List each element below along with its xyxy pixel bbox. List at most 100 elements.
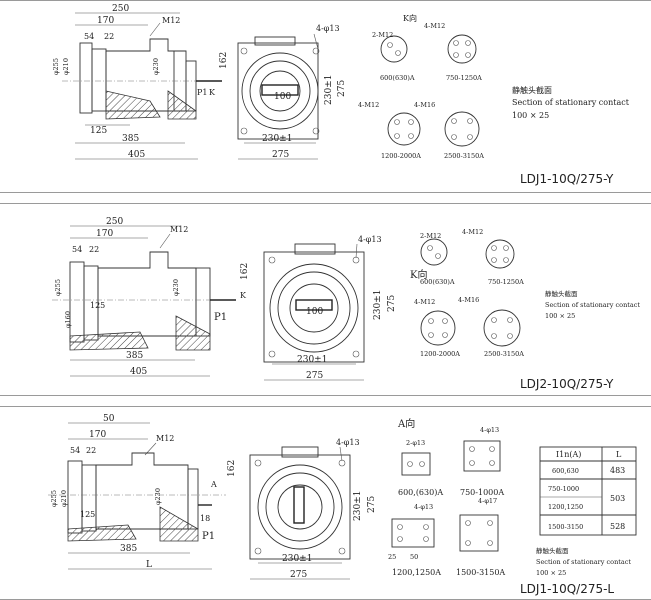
dim-275-v: 275: [367, 496, 377, 513]
label-holes: 4-φ13: [316, 24, 340, 33]
table-cell: 750-1000: [548, 485, 579, 493]
view-arrow-a: A: [210, 480, 217, 489]
label-m12: M12: [156, 434, 174, 443]
svg-text:25: 25: [388, 553, 396, 561]
view-label: K向: [410, 268, 427, 281]
dim-125: 125: [90, 126, 107, 136]
drawing-ldj2-y: 250 170 54 22 M12 φ255 φ160 φ230 125 385…: [52, 217, 640, 391]
dim-385: 385: [126, 351, 143, 361]
note-size: 100 × 25: [536, 569, 566, 577]
svg-text:2-φ13: 2-φ13: [406, 439, 425, 447]
svg-text:600(630)A: 600(630)A: [380, 74, 415, 82]
dim-275-h: 275: [306, 371, 323, 381]
contact-2500a: 4-M16 2500-3150A: [414, 101, 484, 160]
view-arrow-k: K: [209, 88, 216, 97]
model-number: LDJ1-10Q/275-Y: [520, 172, 614, 186]
terminal-p1: P1: [197, 88, 207, 97]
dim-dia-255: φ255: [54, 279, 62, 296]
table-cell: 1200,1250: [548, 503, 583, 511]
dim-170: 170: [97, 16, 114, 26]
svg-text:4-M12: 4-M12: [462, 228, 483, 236]
dim-230-v: 230±1: [353, 491, 363, 521]
dim-275-v: 275: [387, 295, 397, 312]
front-view: 4-φ13 162 275 230±1 230±1 275: [227, 438, 377, 580]
contact-600a: 2-φ13 600,(630)A: [398, 439, 443, 497]
dim-dia-255: φ255: [52, 58, 60, 75]
svg-text:4-M12: 4-M12: [358, 101, 379, 109]
svg-text:1200,1250A: 1200,1250A: [392, 568, 441, 577]
dim-170: 170: [96, 229, 113, 239]
svg-text:4-φ13: 4-φ13: [480, 426, 499, 434]
table-cell: 483: [610, 466, 625, 475]
dim-54: 54: [70, 446, 80, 455]
dim-275-h: 275: [290, 570, 307, 580]
label-holes: 4-φ13: [358, 235, 382, 244]
dim-385: 385: [120, 544, 137, 554]
front-view: 4-φ13 162 275 230±1 100 230±1 275: [240, 235, 397, 381]
view-label: A向: [397, 417, 415, 430]
dim-162: 162: [227, 460, 237, 477]
svg-text:1500-3150A: 1500-3150A: [456, 568, 505, 577]
drawing-panel-ldj1-y: 250 170 54 22 M12 φ255 φ210 φ230 125 385…: [0, 0, 651, 193]
svg-text:4-φ13: 4-φ13: [414, 503, 433, 511]
contact-1200a: 4-M12 1200-2000A: [358, 101, 421, 160]
drawing-ldj1-y: 250 170 54 22 M12 φ255 φ210 φ230 125 385…: [52, 4, 630, 186]
svg-text:2500-3150A: 2500-3150A: [484, 350, 524, 358]
view-arrow-k: K: [240, 291, 247, 300]
dim-22: 22: [86, 446, 96, 455]
drawing-panel-ldj1-l: 50 170 54 22 M12 φ255 φ210 φ230 125 385 …: [0, 406, 651, 600]
front-view: 4-φ13 162 275 230±1 100 230±1 275: [219, 24, 347, 160]
note-en: Section of stationary contact: [512, 98, 630, 107]
contact-750a: 4-M12 750-1250A: [424, 22, 482, 82]
contact-1500a: 4-φ17 1500-3150A: [456, 497, 505, 577]
svg-text:600(630)A: 600(630)A: [420, 278, 455, 286]
note-cn: 静触头截面: [512, 85, 552, 95]
svg-text:50: 50: [410, 553, 418, 561]
note-en: Section of stationary contact: [545, 301, 640, 309]
side-view: 250 170 54 22 M12 φ255 φ160 φ230 125 385…: [52, 217, 247, 377]
svg-text:750-1250A: 750-1250A: [488, 278, 524, 286]
dim-230-h: 230±1: [282, 554, 312, 564]
dim-dia-255: φ255: [50, 490, 58, 507]
dim-230-v: 230±1: [373, 290, 383, 320]
dim-230-h: 230±1: [297, 355, 327, 365]
model-number: LDJ2-10Q/275-Y: [520, 377, 614, 391]
contact-750a: 4-M12 750-1250A: [462, 228, 524, 286]
model-number: LDJ1-10Q/275-L: [520, 582, 614, 596]
svg-text:4-M12: 4-M12: [424, 22, 445, 30]
dim-100: 100: [306, 307, 323, 317]
contact-1200a: 4-M12 1200-2000A: [414, 298, 460, 358]
terminal-p1: P1: [214, 312, 227, 323]
dim-405: 405: [128, 150, 145, 160]
drawing-ldj1-l: 50 170 54 22 M12 φ255 φ210 φ230 125 385 …: [48, 414, 637, 596]
dim-dia-210: φ210: [62, 58, 70, 75]
dim-250: 250: [112, 4, 129, 14]
dim-dia-210: φ210: [60, 490, 68, 507]
drawing-panel-ldj2-y: 250 170 54 22 M12 φ255 φ160 φ230 125 385…: [0, 203, 651, 396]
table-header-current: I1n(A): [556, 450, 581, 459]
dim-dia-230: φ230: [172, 279, 180, 296]
dim-54: 54: [72, 245, 82, 254]
dim-54: 54: [84, 32, 94, 41]
svg-text:750-1000A: 750-1000A: [460, 488, 504, 497]
dim-22: 22: [89, 245, 99, 254]
dim-125: 125: [90, 301, 105, 310]
dim-170: 170: [89, 430, 106, 440]
contact-600a: 2-M12 600(630)A: [372, 31, 415, 82]
rating-table: I1n(A) L 600,630 483 750-1000 503 1200,1…: [539, 446, 637, 536]
dim-385: 385: [122, 134, 139, 144]
svg-text:2-M12: 2-M12: [372, 31, 393, 39]
table-cell: 528: [610, 522, 625, 531]
view-label: K向: [403, 13, 417, 23]
contact-1200a: 4-φ13 25 50 1200,1250A: [388, 503, 441, 577]
note-en: Section of stationary contact: [536, 558, 631, 566]
dim-250: 250: [106, 217, 123, 227]
dim-50: 50: [103, 414, 115, 424]
dim-125: 125: [80, 510, 95, 519]
svg-text:750-1250A: 750-1250A: [446, 74, 482, 82]
dim-162: 162: [219, 52, 229, 69]
table-cell: 503: [610, 494, 625, 503]
contact-details: K向 2-M12 600(630)A 4-M12 750-1250A 4-M12…: [410, 228, 640, 358]
svg-text:4-φ17: 4-φ17: [478, 497, 497, 505]
table-header-length: L: [616, 450, 622, 459]
